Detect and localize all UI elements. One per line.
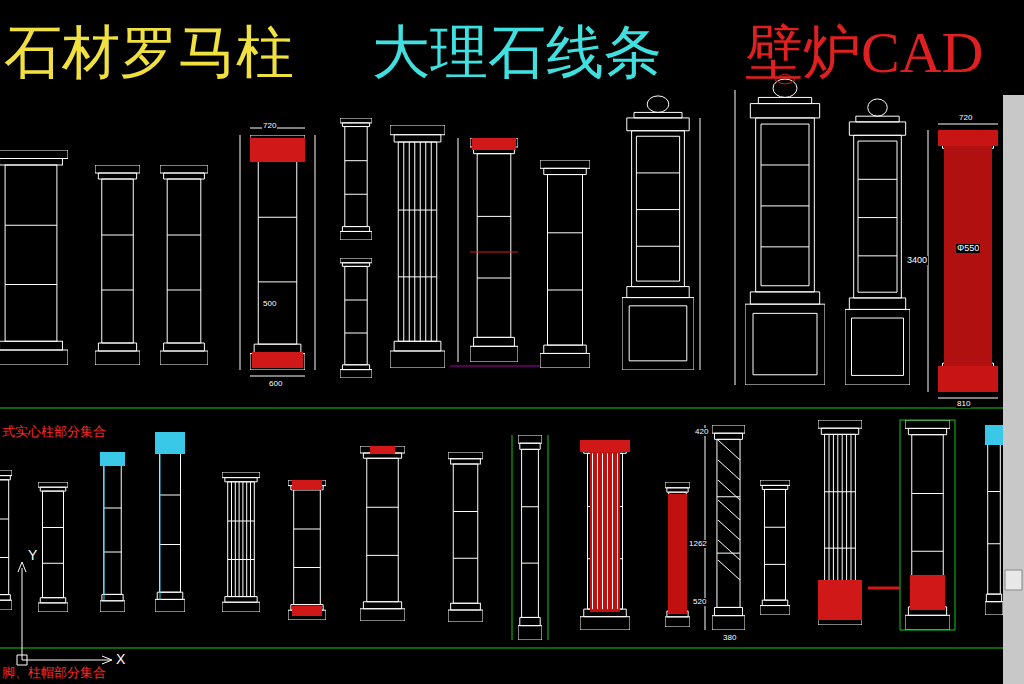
dimension: 600	[268, 380, 283, 388]
dimension: 380	[722, 634, 737, 642]
dimension: 720	[958, 114, 973, 122]
dimension: 720	[262, 122, 277, 130]
dimension: 420	[694, 428, 709, 436]
dimension: 1262	[688, 540, 708, 548]
dimension: 3400	[906, 256, 928, 265]
title-part: 石材罗马柱	[4, 24, 294, 82]
section-note: 脚、柱帽部分集合	[2, 666, 106, 679]
dimension: 500	[262, 300, 277, 308]
section-note: 式实心柱部分集合	[2, 425, 106, 438]
axis-label: X	[116, 652, 125, 666]
title-part: 大理石线条	[372, 24, 662, 82]
dimension: Φ550	[956, 244, 980, 253]
dimension: 810	[956, 400, 971, 408]
axis-label: Y	[28, 548, 37, 562]
title-part: 壁炉CAD	[745, 24, 983, 82]
dimension: 520	[692, 598, 707, 606]
